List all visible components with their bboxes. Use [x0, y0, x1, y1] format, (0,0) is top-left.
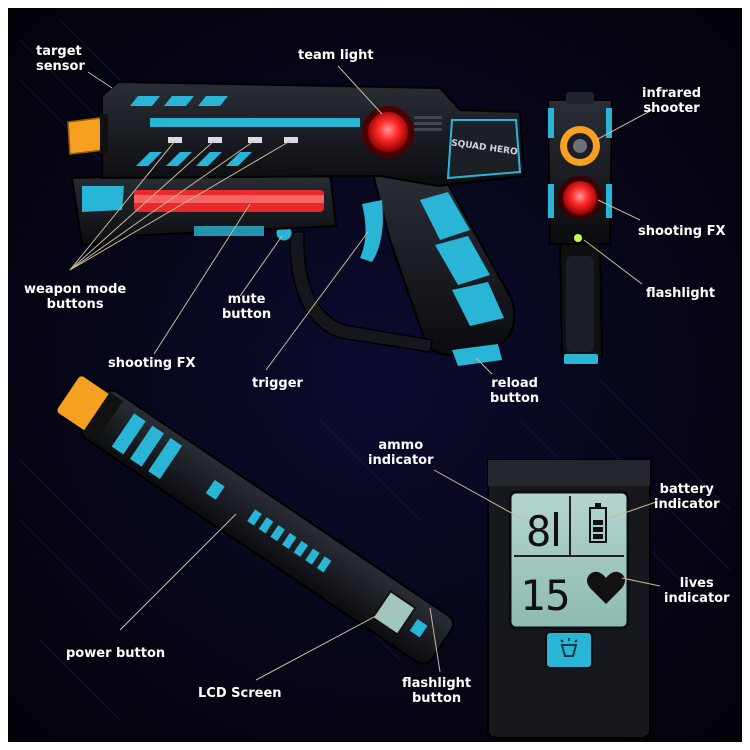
- flashlight-icon: [560, 638, 578, 657]
- team-light: [368, 112, 408, 152]
- label-flashlight: flashlight: [646, 286, 716, 301]
- label-infrared-shooter: infrared shooter: [642, 86, 702, 116]
- label-mute-button: mute button: [222, 292, 272, 322]
- label-lcd-screen: LCD Screen: [198, 686, 282, 701]
- top-flashlight-button: [409, 619, 428, 638]
- grip-stripe: [435, 236, 490, 285]
- label-flashlight-button: flashlight button: [402, 676, 472, 706]
- grip-stripe: [420, 192, 470, 240]
- front-top-sight: [566, 92, 594, 104]
- front-grip-panel: [566, 256, 594, 352]
- trigger: [360, 200, 383, 262]
- barrel-vents: [194, 226, 264, 236]
- weapon-mode-buttons: [168, 137, 298, 143]
- lcd-closeup: 8 15: [487, 459, 651, 739]
- top-muzzle-tip: [57, 376, 109, 430]
- blaster-top-view: [57, 376, 455, 666]
- trigger-guard: [289, 231, 433, 353]
- heart-icon: [587, 571, 625, 604]
- blaster-front-view: [546, 92, 614, 364]
- side-chevrons: [136, 152, 252, 166]
- label-power-button: power button: [66, 646, 166, 661]
- top-chevrons: [130, 96, 228, 106]
- label-weapon-mode-buttons: weapon mode buttons: [24, 282, 127, 312]
- muzzle-collar: [100, 114, 108, 154]
- top-accent: [111, 413, 146, 455]
- lcd-flashlight-button: [545, 631, 593, 669]
- top-vent-row: [247, 509, 332, 573]
- front-shooting-fx: [563, 181, 597, 215]
- rear-plate: [446, 119, 522, 180]
- lcd-lives-value: 15: [520, 571, 571, 620]
- label-battery-indicator: battery indicator: [654, 482, 720, 512]
- grip-stripe: [452, 282, 504, 326]
- top-lcd-screen: [371, 589, 417, 636]
- top-stripe: [150, 118, 360, 127]
- label-shooting-fx-right: shooting FX: [638, 224, 726, 239]
- label-trigger: trigger: [252, 376, 303, 391]
- power-button: [205, 479, 225, 500]
- lcd-housing-top: [488, 460, 650, 486]
- front-flashlight: [574, 234, 582, 242]
- leader-lines: [69, 65, 661, 681]
- front-body: [546, 99, 614, 245]
- muzzle-tip: [67, 117, 105, 155]
- front-side-accent: [548, 184, 554, 218]
- label-reload-button: reload button: [490, 376, 540, 406]
- label-team-light: team light: [298, 48, 374, 63]
- battery-icon: [589, 503, 607, 543]
- label-target-sensor: target sensor: [36, 44, 85, 74]
- blaster-side-view: SQUAD HERO: [67, 80, 526, 366]
- front-reload-base: [564, 354, 598, 364]
- front-side-accent: [606, 108, 612, 138]
- label-shooting-fx-left: shooting FX: [108, 356, 196, 371]
- lcd-ammo-value: 8: [526, 507, 551, 556]
- front-side-accent: [548, 108, 554, 138]
- front-side-accent: [606, 184, 612, 218]
- label-lives-indicator: lives indicator: [664, 576, 730, 606]
- vent-grille: [414, 116, 442, 131]
- ammo-bar: [554, 512, 558, 546]
- reload-button: [452, 344, 502, 366]
- barrel-accent: [82, 186, 124, 212]
- label-ammo-indicator: ammo indicator: [368, 438, 434, 468]
